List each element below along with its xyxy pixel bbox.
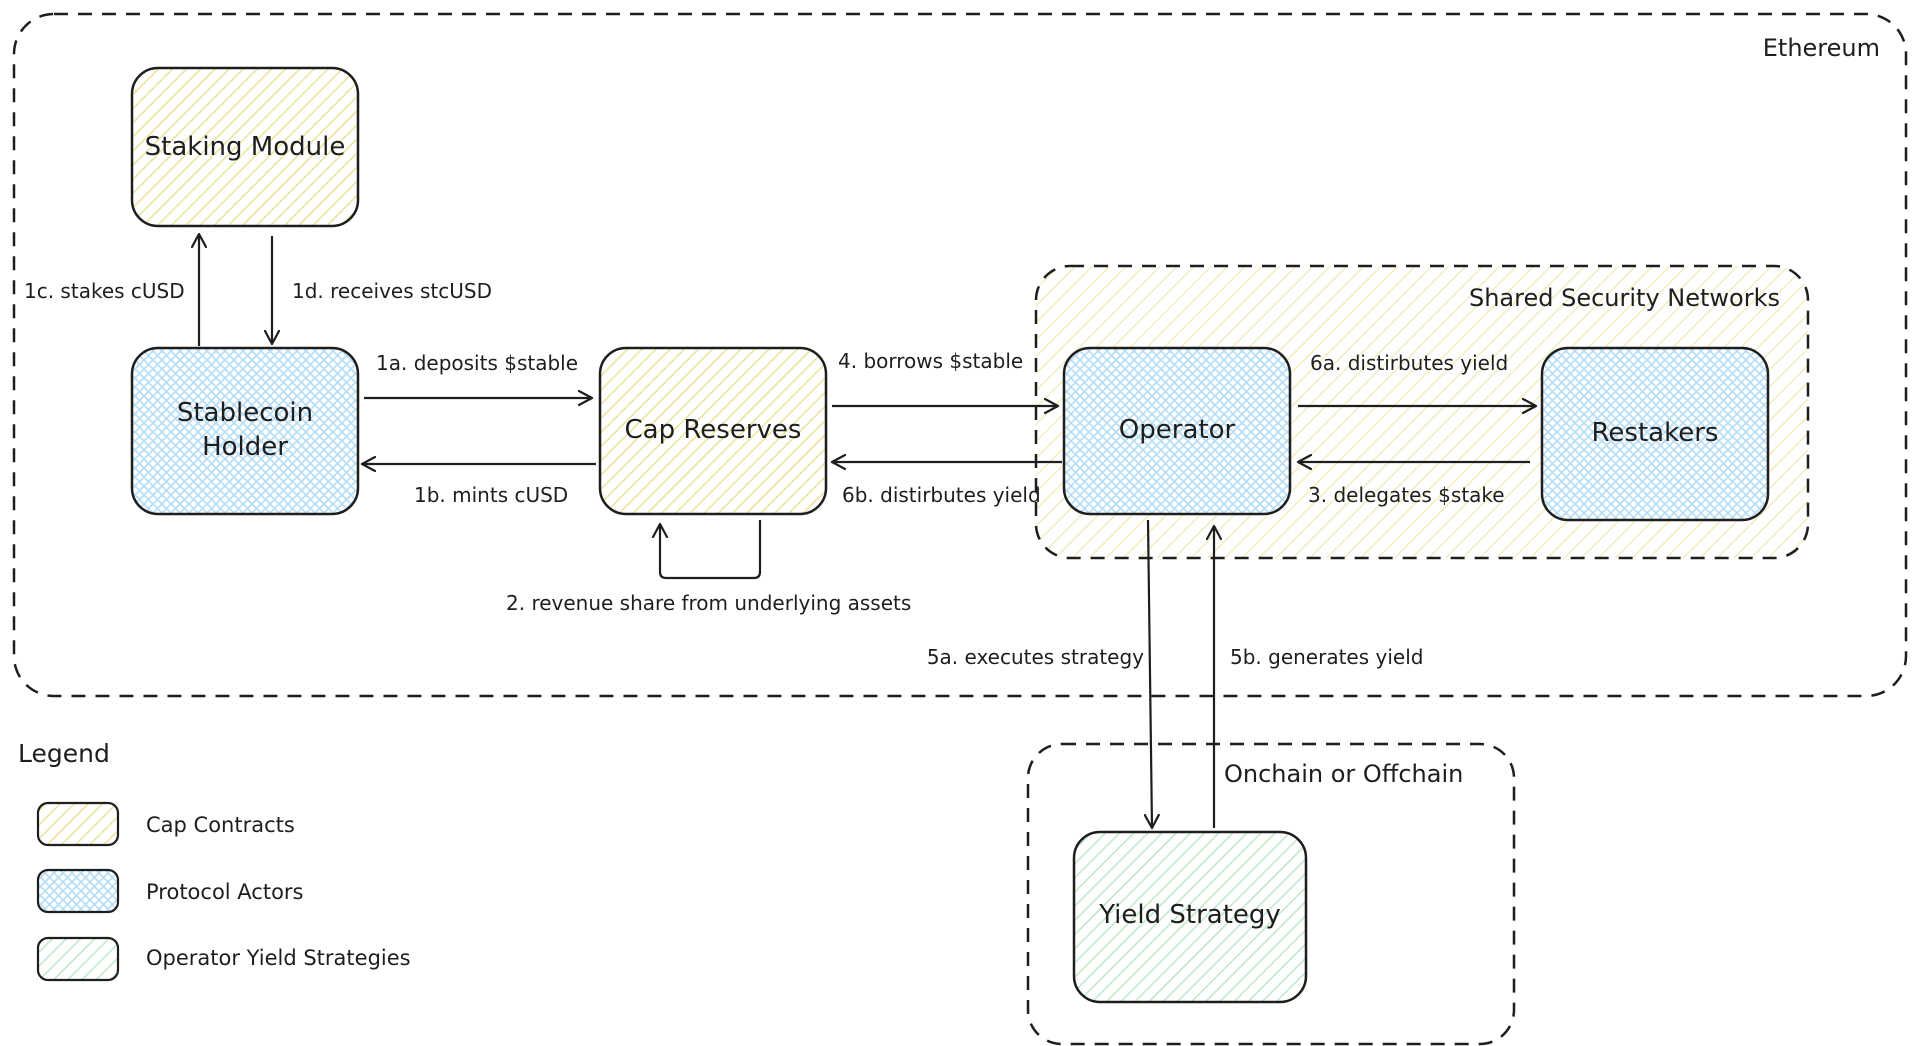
legend-title: Legend: [18, 739, 110, 768]
staking-module-label: Staking Module: [145, 132, 346, 162]
shared-security-label: Shared Security Networks: [1469, 284, 1780, 312]
cap-reserves-node: Cap Reserves: [598, 346, 828, 516]
edge-labels: 1c. stakes cUSD 1d. receives stcUSD 1a. …: [24, 279, 1508, 669]
ethereum-label: Ethereum: [1763, 34, 1880, 62]
label-5a: 5a. executes strategy: [927, 645, 1144, 669]
label-6a: 6a. distirbutes yield: [1310, 351, 1508, 375]
legend-label-operator-yield-strategies: Operator Yield Strategies: [146, 946, 411, 970]
operator-label: Operator: [1119, 415, 1236, 445]
ethereum-region: Ethereum: [12, 12, 1908, 698]
legend-label-protocol-actors: Protocol Actors: [146, 880, 304, 904]
legend-swatch-operator-yield-strategies: [36, 936, 120, 982]
label-1d: 1d. receives stcUSD: [292, 279, 492, 303]
stablecoin-holder-label-line1: Stablecoin: [177, 398, 313, 428]
legend-label-cap-contracts: Cap Contracts: [146, 813, 295, 837]
label-3: 3. delegates $stake: [1308, 483, 1505, 507]
yield-strategy-node: Yield Strategy: [1072, 830, 1308, 1004]
onchain-offchain-label: Onchain or Offchain: [1224, 760, 1463, 788]
edges: [199, 234, 1536, 828]
label-6b: 6b. distirbutes yield: [842, 483, 1041, 507]
label-2: 2. revenue share from underlying assets: [506, 591, 911, 615]
legend-swatch-cap-contracts: [36, 801, 120, 847]
onchain-offchain-region: Onchain or Offchain: [1026, 742, 1516, 1046]
edge-5a-executes: [1148, 519, 1152, 828]
edge-2-revenue-share: [660, 520, 762, 580]
restakers-node: Restakers: [1540, 346, 1770, 522]
legend: Legend Cap Contracts Protocol Actors Ope…: [18, 739, 411, 982]
legend-item-operator-yield-strategies: Operator Yield Strategies: [36, 936, 411, 982]
label-1c: 1c. stakes cUSD: [24, 279, 185, 303]
yield-strategy-label: Yield Strategy: [1098, 900, 1281, 930]
stablecoin-holder-label-line2: Holder: [202, 432, 288, 462]
cap-reserves-label: Cap Reserves: [625, 415, 802, 445]
staking-module-node: Staking Module: [130, 66, 360, 228]
legend-item-cap-contracts: Cap Contracts: [36, 801, 295, 847]
label-1b: 1b. mints cUSD: [414, 483, 568, 507]
restakers-label: Restakers: [1592, 418, 1719, 448]
stablecoin-holder-node: Stablecoin Holder: [130, 346, 360, 516]
legend-item-protocol-actors: Protocol Actors: [36, 868, 304, 914]
label-5b: 5b. generates yield: [1230, 645, 1423, 669]
legend-swatch-protocol-actors: [36, 868, 120, 914]
label-4: 4. borrows $stable: [838, 349, 1023, 373]
label-1a: 1a. deposits $stable: [376, 351, 578, 375]
operator-node: Operator: [1062, 346, 1292, 516]
